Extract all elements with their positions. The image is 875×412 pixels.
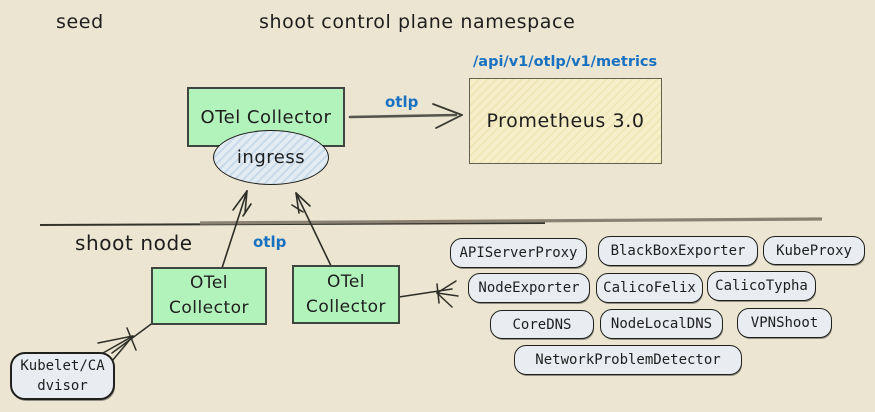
arrow-node1-to-ingress: [221, 190, 252, 269]
otel-collector-node-2-line2: Collector: [305, 296, 387, 317]
ingress-ellipse: ingress: [213, 130, 329, 185]
pod-pill-blackboxexporter: BlackBoxExporter: [598, 236, 758, 266]
kubelet-cadvisor-line2: dvisor: [37, 378, 88, 394]
prometheus-endpoint-label: /api/v1/otlp/v1/metrics: [473, 54, 658, 70]
kubelet-cadvisor-pill: Kubelet/CA dvisor: [10, 352, 115, 400]
otel-collector-node-2-line1: OTel: [326, 271, 366, 292]
seed-region-label: seed: [56, 11, 104, 33]
arrow-node2-to-ingress: [291, 192, 334, 271]
control-plane-region-label: shoot control plane namespace: [259, 11, 576, 33]
otel-collector-node-1-box: OTel Collector: [151, 267, 267, 325]
divider-line: [39, 217, 823, 226]
shoot-node-region-label: shoot node: [75, 231, 193, 255]
pod-pill-nodeexporter: NodeExporter: [468, 273, 590, 303]
pod-pill-coredns: CoreDNS: [490, 310, 594, 339]
otlp-label-seed: otlp: [385, 93, 419, 111]
kubelet-cadvisor-line1: Kubelet/CA: [20, 358, 105, 374]
arrow-kubelet-to-collector: [97, 318, 159, 362]
pod-pill-networkproblemdetector: NetworkProblemDetector: [514, 345, 742, 375]
pod-pill-kubeproxy: KubeProxy: [763, 236, 865, 265]
arrow-pods-to-collector: [398, 280, 459, 308]
pod-pill-calicofelix: CalicoFelix: [596, 273, 703, 303]
prometheus-label: Prometheus 3.0: [486, 110, 645, 132]
pod-pill-calicotypha: CalicoTypha: [707, 271, 816, 301]
otel-collector-node-1-line1: OTel: [189, 273, 229, 293]
arrow-collector-to-prometheus: [348, 103, 463, 129]
otel-collector-seed-label: OTel Collector: [200, 106, 332, 128]
pod-pill-nodelocaldns: NodeLocalDNS: [600, 309, 723, 339]
otel-collector-node-2-box: OTel Collector: [292, 265, 400, 324]
otlp-label-node: otlp: [253, 233, 287, 251]
otel-collector-node-1-line2: Collector: [168, 298, 250, 318]
pod-pill-vpnshoot: VPNShoot: [737, 308, 832, 338]
prometheus-box: Prometheus 3.0: [469, 78, 662, 164]
pod-pill-apiserverproxy: APIServerProxy: [450, 238, 587, 268]
ingress-label: ingress: [236, 147, 306, 168]
